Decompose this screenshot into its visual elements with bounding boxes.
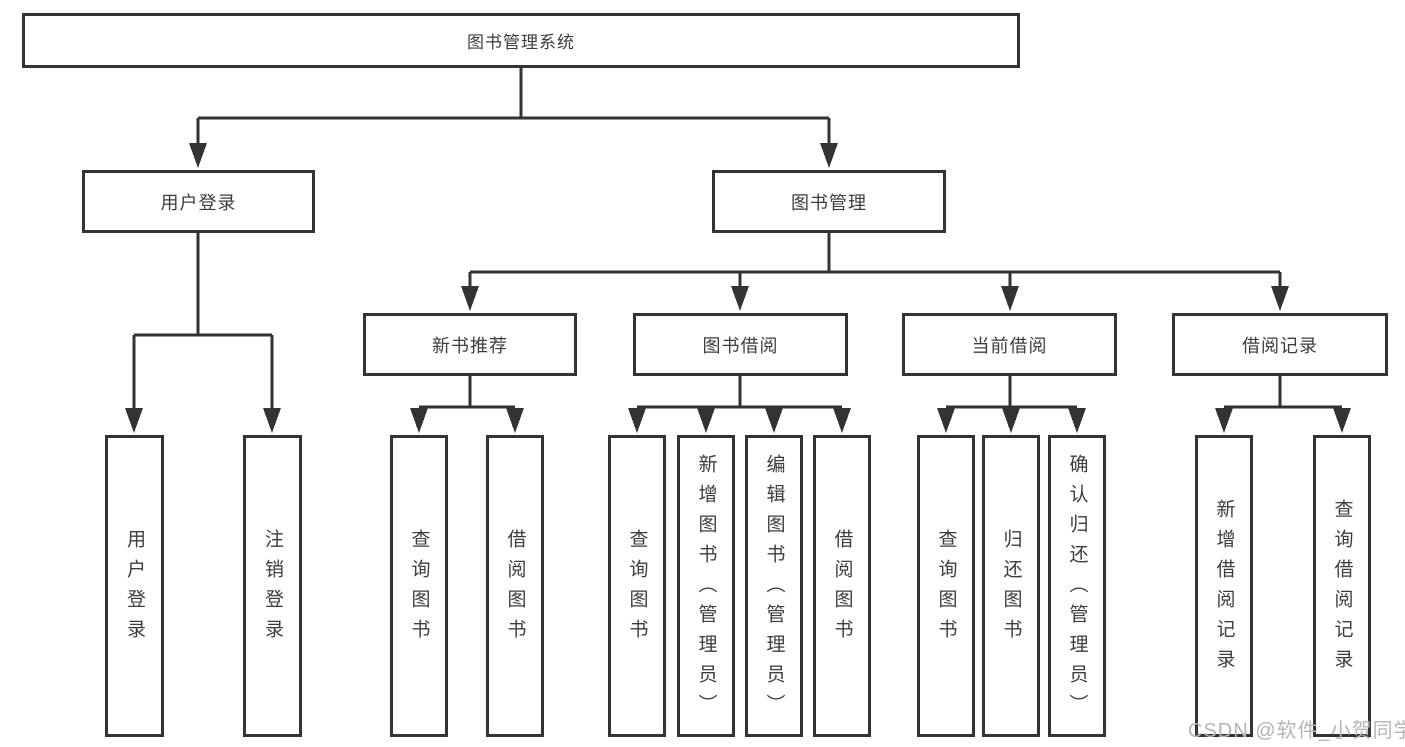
node-label: 归还图书 — [1000, 528, 1022, 649]
arrowhead-icon — [1068, 408, 1086, 433]
node-new-book-recommend: 新书推荐 — [363, 313, 577, 376]
leaf-logout: 注销登录 — [243, 435, 302, 737]
arrowhead-icon — [125, 408, 143, 433]
node-label: 查询借阅记录 — [1331, 498, 1353, 679]
node-book-management-branch: 图书管理 — [712, 170, 946, 233]
connector-borrow-to-leaves — [628, 376, 851, 433]
arrowhead-icon — [263, 408, 281, 433]
node-label: 借阅图书 — [504, 528, 526, 649]
node-label: 新增图书（管理员） — [695, 453, 717, 724]
arrowhead-icon — [1002, 408, 1020, 433]
arrowhead-icon — [697, 408, 715, 433]
arrowhead-icon — [731, 286, 749, 311]
leaf-borrow-add-books-admin: 新增图书（管理员） — [677, 435, 735, 737]
arrowhead-icon — [820, 143, 838, 168]
connector-newbook-to-leaves — [410, 376, 524, 433]
node-label: 确认归还（管理员） — [1066, 453, 1088, 724]
node-label: 用户登录 — [124, 528, 145, 649]
arrowhead-icon — [1333, 408, 1351, 433]
arrowhead-icon — [461, 286, 479, 311]
connector-root-to-level2 — [189, 68, 838, 168]
leaf-borrow-borrow-books: 借阅图书 — [813, 435, 871, 737]
arrowhead-icon — [1001, 286, 1019, 311]
leaf-records-query-record: 查询借阅记录 — [1313, 435, 1371, 737]
node-current-borrowing: 当前借阅 — [902, 313, 1117, 376]
arrowhead-icon — [1215, 408, 1233, 433]
leaf-borrow-edit-books-admin: 编辑图书（管理员） — [745, 435, 803, 737]
node-user-login-branch: 用户登录 — [82, 170, 315, 233]
node-label: 图书管理系统 — [467, 33, 575, 52]
leaf-user-login: 用户登录 — [105, 435, 164, 737]
arrowhead-icon — [765, 408, 783, 433]
node-label: 新增借阅记录 — [1213, 498, 1235, 679]
node-label: 查询图书 — [408, 528, 430, 649]
node-label: 查询图书 — [935, 528, 957, 649]
connector-records-to-leaves — [1215, 376, 1351, 433]
leaf-records-add-record: 新增借阅记录 — [1195, 435, 1253, 737]
node-label: 用户登录 — [160, 192, 237, 213]
node-root-system: 图书管理系统 — [22, 13, 1020, 68]
leaf-current-confirm-return-admin: 确认归还（管理员） — [1048, 435, 1106, 737]
leaf-current-query-books: 查询图书 — [917, 435, 975, 737]
arrowhead-icon — [628, 408, 646, 433]
arrowhead-icon — [410, 408, 428, 433]
leaf-current-return-books: 归还图书 — [982, 435, 1040, 737]
connector-current-to-leaves — [937, 376, 1086, 433]
node-label: 借阅记录 — [1242, 335, 1318, 356]
leaf-borrow-query-books: 查询图书 — [608, 435, 666, 737]
leaf-newbook-borrow-books: 借阅图书 — [486, 435, 544, 737]
leaf-newbook-query-books: 查询图书 — [390, 435, 448, 737]
arrowhead-icon — [1271, 286, 1289, 311]
node-label: 图书管理 — [791, 192, 867, 213]
node-label: 查询图书 — [626, 528, 648, 649]
node-label: 图书借阅 — [702, 335, 779, 356]
node-label: 借阅图书 — [831, 528, 853, 649]
csdn-watermark: CSDN @软件_小贺同学 — [1188, 720, 1405, 742]
connector-mgmt-to-sections — [461, 233, 1289, 311]
arrowhead-icon — [506, 408, 524, 433]
arrowhead-icon — [937, 408, 955, 433]
node-label: 编辑图书（管理员） — [763, 453, 785, 724]
connector-login-to-leaves — [125, 233, 281, 433]
node-label: 当前借阅 — [971, 335, 1048, 356]
node-book-borrowing: 图书借阅 — [633, 313, 848, 376]
arrowhead-icon — [189, 143, 207, 168]
node-label: 注销登录 — [262, 528, 283, 649]
arrowhead-icon — [833, 408, 851, 433]
node-borrowing-records: 借阅记录 — [1172, 313, 1388, 376]
node-label: 新书推荐 — [432, 335, 508, 356]
